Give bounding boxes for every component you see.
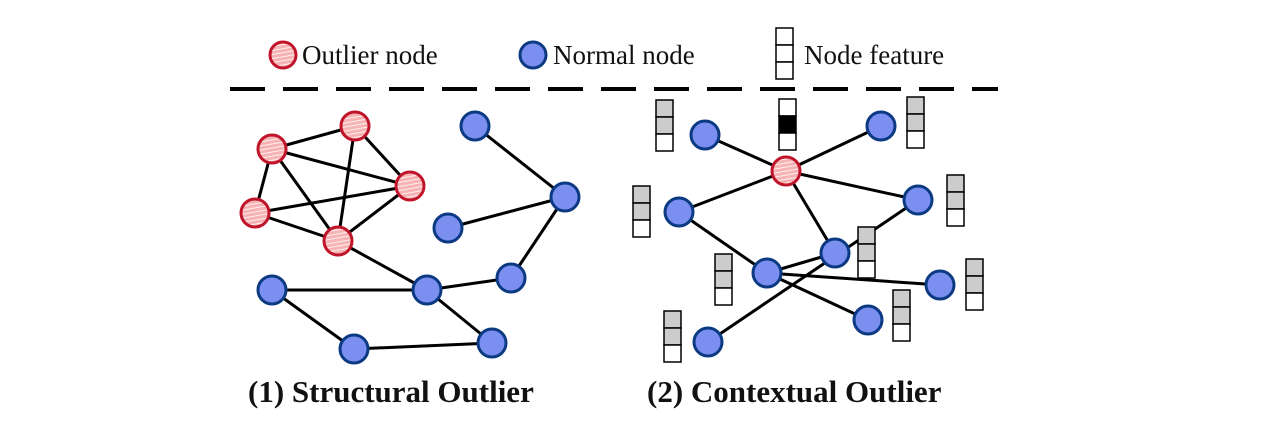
feature-cell-white xyxy=(892,323,911,342)
normal-node-n5 xyxy=(256,274,288,306)
node-feature-c2 xyxy=(906,96,925,149)
edge-c0-c2 xyxy=(785,124,882,173)
feature-cell-gray xyxy=(892,306,911,325)
node-feature-c1 xyxy=(655,99,674,152)
normal-node-n1 xyxy=(459,110,491,142)
normal-node-c2 xyxy=(865,110,897,142)
caption-contextual: (2) Contextual Outlier xyxy=(647,374,942,409)
feature-cell-white xyxy=(714,287,733,306)
edge-o2-o5 xyxy=(336,125,357,242)
normal-node-c9 xyxy=(692,326,724,358)
feature-cell-gray xyxy=(663,310,682,329)
normal-node-n4 xyxy=(495,262,527,294)
edge-c3-c6 xyxy=(678,210,768,275)
outlier-node-o2 xyxy=(339,110,371,142)
normal-node-n6 xyxy=(411,274,443,306)
feature-cell-gray xyxy=(906,96,925,115)
node-feature-c0 xyxy=(778,98,797,151)
feature-cell-gray xyxy=(663,327,682,346)
edge-c0-c3 xyxy=(678,169,787,214)
edge-o5-n6 xyxy=(337,239,428,292)
outlier-node-o5 xyxy=(322,225,354,257)
feature-cell-gray xyxy=(892,289,911,308)
feature-cell-gray xyxy=(857,243,876,262)
feature-cell-gray xyxy=(632,202,651,221)
node-feature-c3 xyxy=(632,185,651,238)
feature-cell-gray xyxy=(714,253,733,272)
caption-structural: (1) Structural Outlier xyxy=(248,374,534,409)
legend-node-feature-icon xyxy=(775,27,794,80)
edge-c4-c9 xyxy=(707,198,919,344)
normal-node-n7 xyxy=(338,333,370,365)
normal-node-c4 xyxy=(902,184,934,216)
feature-cell-gray xyxy=(655,99,674,118)
edge-n5-n7 xyxy=(271,288,355,351)
legend-normal-node-icon xyxy=(518,40,548,70)
legend-outlier-node-icon xyxy=(268,40,298,70)
feature-cell-gray xyxy=(857,226,876,245)
node-feature-c6 xyxy=(714,253,733,306)
outlier-node-o1 xyxy=(256,133,288,165)
feature-cell-white xyxy=(857,260,876,279)
node-feature-c9 xyxy=(663,310,682,363)
normal-node-c3 xyxy=(663,196,695,228)
feature-cell-gray xyxy=(946,191,965,210)
edge-c6-c8 xyxy=(766,271,869,322)
feature-cell-white xyxy=(655,133,674,152)
feature-cell-white xyxy=(965,292,984,311)
legend-normal-label: Normal node xyxy=(553,40,695,70)
normal-node-c6 xyxy=(751,257,783,289)
edge-o1-o5 xyxy=(270,148,340,242)
legend: Outlier node Normal node Node feature xyxy=(268,27,944,80)
feature-cell-white xyxy=(906,130,925,149)
edge-n2-n3 xyxy=(447,195,566,230)
feature-cell-white xyxy=(946,208,965,227)
edge-c6-c7 xyxy=(766,271,941,287)
edge-c0-c5 xyxy=(784,170,837,254)
normal-node-c7 xyxy=(924,269,956,301)
legend-outlier-label: Outlier node xyxy=(302,40,438,70)
edge-o3-o4 xyxy=(254,184,411,215)
feature-cell-gray xyxy=(714,270,733,289)
feature-cell-white xyxy=(663,344,682,363)
outlier-node-c0 xyxy=(770,155,802,187)
outlier-node-o3 xyxy=(394,170,426,202)
normal-node-c8 xyxy=(852,304,884,336)
normal-node-n3 xyxy=(432,212,464,244)
feature-cell-white xyxy=(778,132,797,151)
outlier-node-o4 xyxy=(239,197,271,229)
normal-node-c5 xyxy=(819,237,851,269)
feature-cell-gray xyxy=(965,258,984,277)
edge-n7-n8 xyxy=(353,341,493,351)
node-feature-c4 xyxy=(946,174,965,227)
edge-c0-c4 xyxy=(785,169,919,202)
edge-n2-n4 xyxy=(509,196,567,279)
legend-feature-label: Node feature xyxy=(804,40,944,70)
feature-cell-gray xyxy=(906,113,925,132)
edge-o1-o3 xyxy=(271,147,411,188)
feature-cell-black xyxy=(778,115,797,134)
feature-cell-gray xyxy=(946,174,965,193)
feature-cell-white xyxy=(778,98,797,117)
feature-cell-gray xyxy=(655,116,674,135)
feature-cell-gray xyxy=(965,275,984,294)
normal-node-n2 xyxy=(549,181,581,213)
feature-cell-white xyxy=(632,219,651,238)
feature-cell-gray xyxy=(632,185,651,204)
normal-node-n8 xyxy=(476,327,508,359)
node-feature-c7 xyxy=(965,258,984,311)
node-feature-c5 xyxy=(857,226,876,279)
edge-n1-n2 xyxy=(474,124,566,199)
normal-node-c1 xyxy=(689,119,721,151)
node-feature-c8 xyxy=(892,289,911,342)
